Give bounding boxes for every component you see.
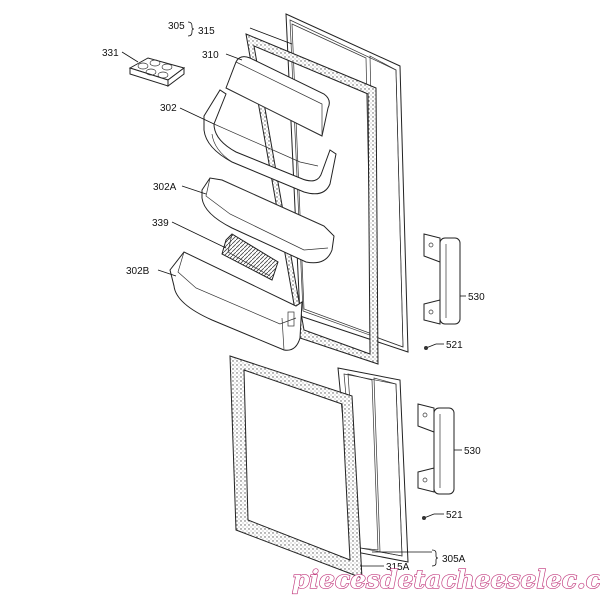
door-shelf-302 xyxy=(203,89,337,195)
egg-tray xyxy=(128,57,186,87)
watermark: piecesdetacheeselec.com xyxy=(292,565,600,594)
label-305: 305 xyxy=(168,21,185,32)
label-530-upper: 530 xyxy=(468,292,485,303)
leader-lines xyxy=(121,21,466,567)
label-521-lower: 521 xyxy=(446,510,463,521)
label-302A: 302A xyxy=(153,182,177,193)
label-302B: 302B xyxy=(126,266,150,277)
lower-door-handle xyxy=(417,403,455,495)
label-302: 302 xyxy=(160,103,177,114)
label-315A: 315A xyxy=(386,562,410,573)
door-shelf-302B xyxy=(169,251,303,351)
label-310: 310 xyxy=(202,50,219,61)
label-305A: 305A xyxy=(442,554,466,565)
label-530-lower: 530 xyxy=(464,446,481,457)
label-315: 315 xyxy=(198,26,215,37)
label-339: 339 xyxy=(152,218,169,229)
lower-handle-screw xyxy=(422,513,435,520)
upper-handle-screw xyxy=(424,343,437,350)
door-shelf-302A xyxy=(201,177,335,264)
shelf-divider xyxy=(221,233,279,281)
upper-door-handle xyxy=(423,233,461,325)
label-331: 331 xyxy=(102,48,119,59)
label-521-upper: 521 xyxy=(446,340,463,351)
lower-door-gasket xyxy=(229,355,363,579)
